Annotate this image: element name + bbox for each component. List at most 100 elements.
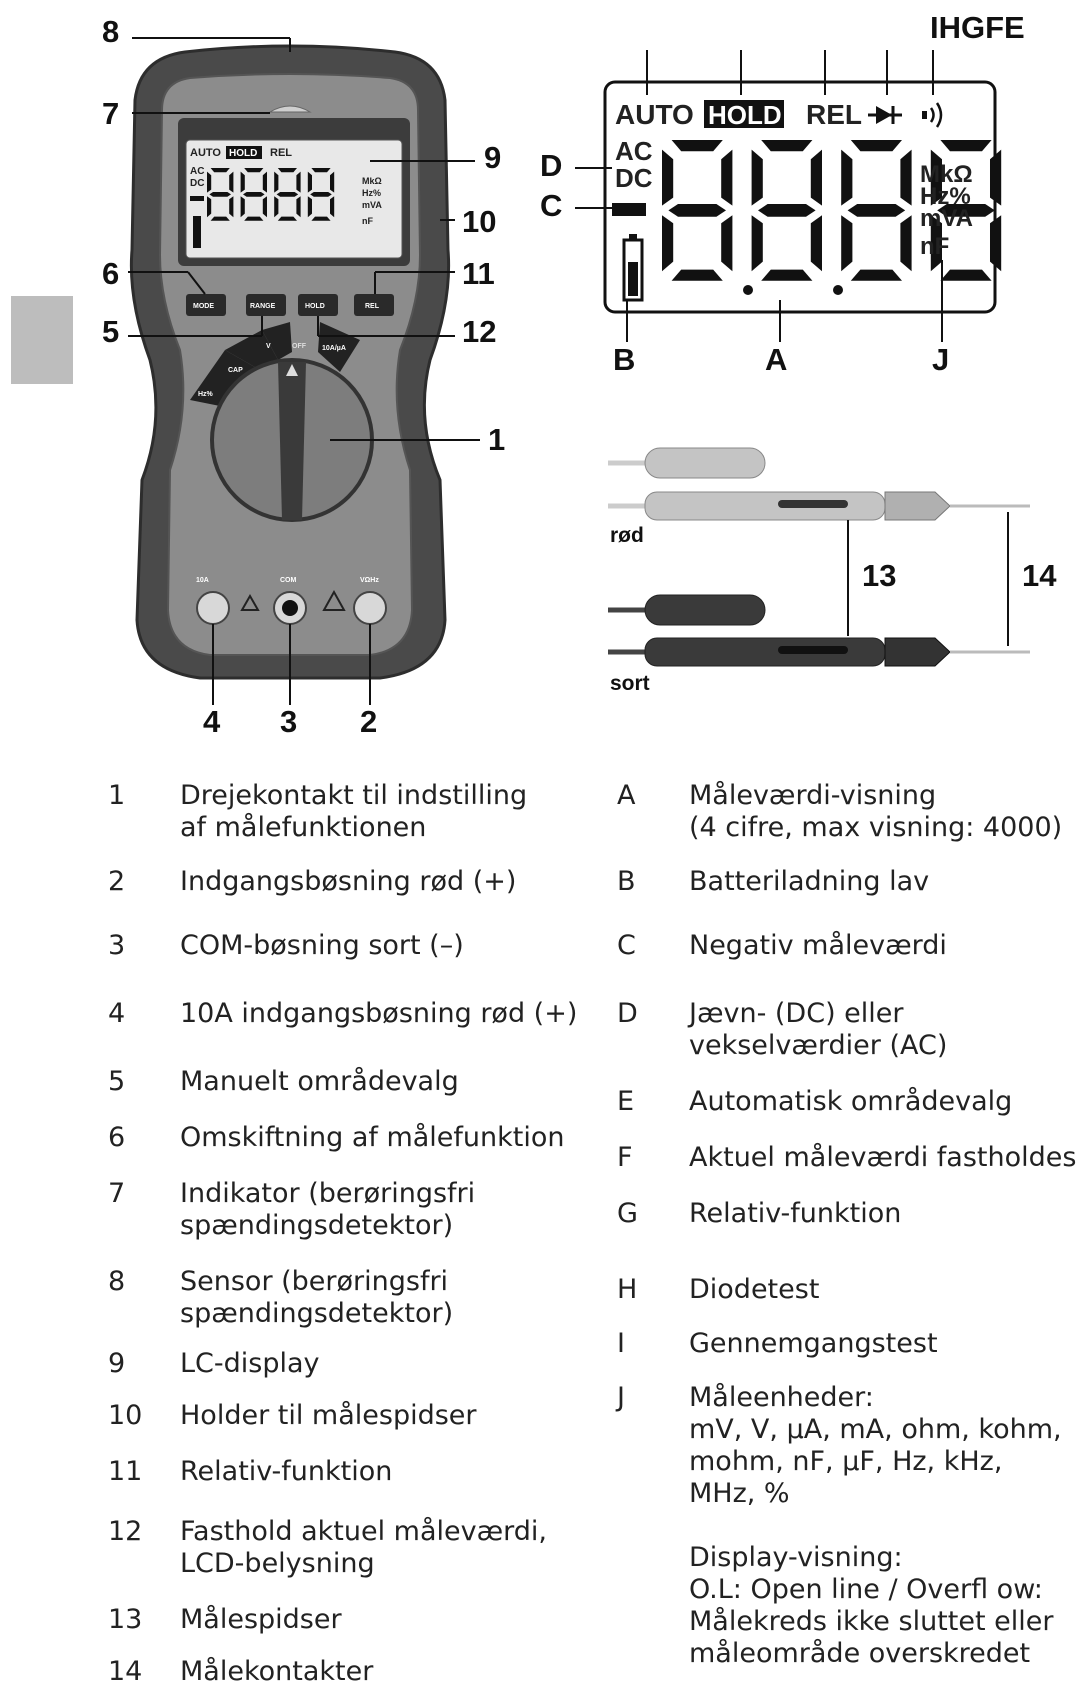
- meter-lcd-ac: AC: [190, 166, 204, 177]
- meter-lcd-hold: HOLD: [229, 148, 257, 159]
- callout-d: D: [540, 148, 562, 183]
- black-probe-label: sort: [610, 672, 650, 695]
- legend-item-text: LC-display: [180, 1348, 320, 1379]
- callout-12: 12: [462, 314, 496, 349]
- jack-10a[interactable]: [196, 591, 230, 625]
- legend-item-text: Fasthold aktuel måleværdi, LCD-belysning: [180, 1516, 547, 1579]
- svg-text:HOLD: HOLD: [305, 303, 325, 310]
- legend-item-text: Automatisk områdevalg: [689, 1086, 1013, 1117]
- legend-item-key: F: [617, 1142, 633, 1173]
- jack-com-label: COM: [280, 577, 297, 584]
- legend-item-text: Holder til målespidser: [180, 1400, 477, 1431]
- callout-3: 3: [280, 704, 297, 739]
- diode-icon: [868, 106, 902, 124]
- lcd-unit-3: mVA: [920, 205, 973, 232]
- callout-9: 9: [484, 140, 501, 175]
- callout-11: 11: [462, 256, 495, 291]
- legend-item-key: G: [617, 1198, 638, 1229]
- legend-item-key: 7: [108, 1178, 126, 1209]
- legend-item-key: H: [617, 1274, 638, 1305]
- legend-item-text: Gennemgangstest: [689, 1328, 938, 1359]
- legend-item-key: 5: [108, 1066, 126, 1097]
- svg-text:REL: REL: [365, 303, 380, 310]
- legend-item-key: A: [617, 780, 636, 811]
- legend-item-text: Indikator (berøringsfri spændingsdetekto…: [180, 1178, 476, 1241]
- legend-item-text: Måleenheder: mV, V, µA, mA, ohm, kohm, m…: [689, 1382, 1062, 1669]
- legend-item-key: 6: [108, 1122, 126, 1153]
- meter-lcd-rel: REL: [270, 147, 292, 159]
- legend-item-key: B: [617, 866, 636, 897]
- lcd-auto: AUTO: [615, 99, 694, 130]
- legend-item-key: 11: [108, 1456, 143, 1487]
- dial-off-label: OFF: [292, 343, 307, 350]
- multimeter: AUTO HOLD REL AC DC MkΩ Hz% mVA nF MODE …: [129, 44, 451, 680]
- warning-icon-1: [240, 593, 260, 611]
- lcd-unit-1: MkΩ: [920, 161, 973, 188]
- red-probe-cap: [608, 447, 766, 479]
- callout-5: 5: [102, 314, 119, 349]
- meter-lcd-unit-3: mVA: [362, 200, 382, 210]
- legend-item-text: Jævn- (DC) eller vekselværdier (AC): [689, 998, 948, 1061]
- warning-icon-2: [322, 589, 346, 611]
- dial-v-label: V: [266, 343, 271, 350]
- red-probe-label: rød: [610, 524, 644, 547]
- lcd-ac: AC: [615, 136, 653, 166]
- continuity-icon: [922, 102, 943, 128]
- lcd-dc: DC: [615, 163, 653, 193]
- legend-item-text: COM-bøsning sort (–): [180, 930, 464, 961]
- legend-item-text: Negativ måleværdi: [689, 930, 947, 961]
- legend-item-key: 13: [108, 1604, 143, 1635]
- section-tab: [11, 296, 73, 384]
- dial-cap-label: CAP: [228, 367, 243, 374]
- svg-text:MODE: MODE: [193, 303, 214, 310]
- range-button[interactable]: RANGE: [246, 294, 286, 316]
- lcd-hold: HOLD: [708, 100, 782, 130]
- svg-text:RANGE: RANGE: [250, 303, 276, 310]
- jack-10a-label: 10A: [196, 577, 209, 584]
- jack-com[interactable]: [273, 591, 307, 625]
- callout-14: 14: [1022, 558, 1057, 593]
- legend-item-text: Omskiftning af målefunktion: [180, 1122, 565, 1153]
- legend-item-key: J: [617, 1382, 625, 1413]
- dial-10a-label: 10A/µA: [322, 345, 346, 352]
- callout-b: B: [613, 342, 635, 377]
- callout-1: 1: [488, 422, 505, 457]
- legend-item-text: Indgangsbøsning rød (+): [180, 866, 517, 897]
- mode-button[interactable]: MODE: [186, 294, 226, 316]
- black-probe: [608, 637, 1030, 667]
- legend-item-text: Relativ-funktion: [180, 1456, 393, 1487]
- legend-item-key: C: [617, 930, 636, 961]
- callout-j: J: [932, 342, 949, 377]
- legend-item-key: I: [617, 1328, 625, 1359]
- meter-lcd-unit-4: nF: [362, 216, 373, 226]
- jack-v[interactable]: [353, 591, 387, 625]
- hold-button[interactable]: HOLD: [298, 294, 338, 316]
- legend-item-key: 9: [108, 1348, 126, 1379]
- multimeter-figure: AUTO HOLD REL AC DC MkΩ Hz% mVA nF MODE …: [102, 10, 1057, 739]
- battery-icon: [622, 234, 644, 302]
- meter-lcd-unit-1: MkΩ: [362, 176, 382, 186]
- legend-item-key: 3: [108, 930, 126, 961]
- legend-item-text: Relativ-funktion: [689, 1198, 902, 1229]
- legend-item-key: 10: [108, 1400, 143, 1431]
- legend-item-text: Drejekontakt til indstilling af målefunk…: [180, 780, 528, 843]
- black-probe-cap: [608, 594, 766, 626]
- red-probe: [608, 491, 1030, 521]
- legend-item-text: 10A indgangsbøsning rød (+): [180, 998, 578, 1029]
- legend-item-key: 14: [108, 1656, 143, 1687]
- legend-item-text: Batteriladning lav: [689, 866, 930, 897]
- callout-a: A: [765, 342, 787, 377]
- legend-item-text: Manuelt områdevalg: [180, 1066, 459, 1097]
- callout-ihgfe: IHGFE: [930, 10, 1025, 45]
- legend-item-key: 2: [108, 866, 126, 897]
- lcd-unit-2: Hz%: [920, 183, 971, 210]
- callout-4: 4: [203, 704, 221, 739]
- lcd-rel: REL: [806, 99, 862, 130]
- legend-item-key: 4: [108, 998, 126, 1029]
- rel-button[interactable]: REL: [354, 294, 394, 316]
- lcd-unit-4: nF: [920, 233, 949, 260]
- callout-7: 7: [102, 96, 119, 131]
- legend-item-text: Målekontakter: [180, 1656, 374, 1687]
- ncv-indicator: [268, 105, 312, 113]
- callout-10: 10: [462, 204, 496, 239]
